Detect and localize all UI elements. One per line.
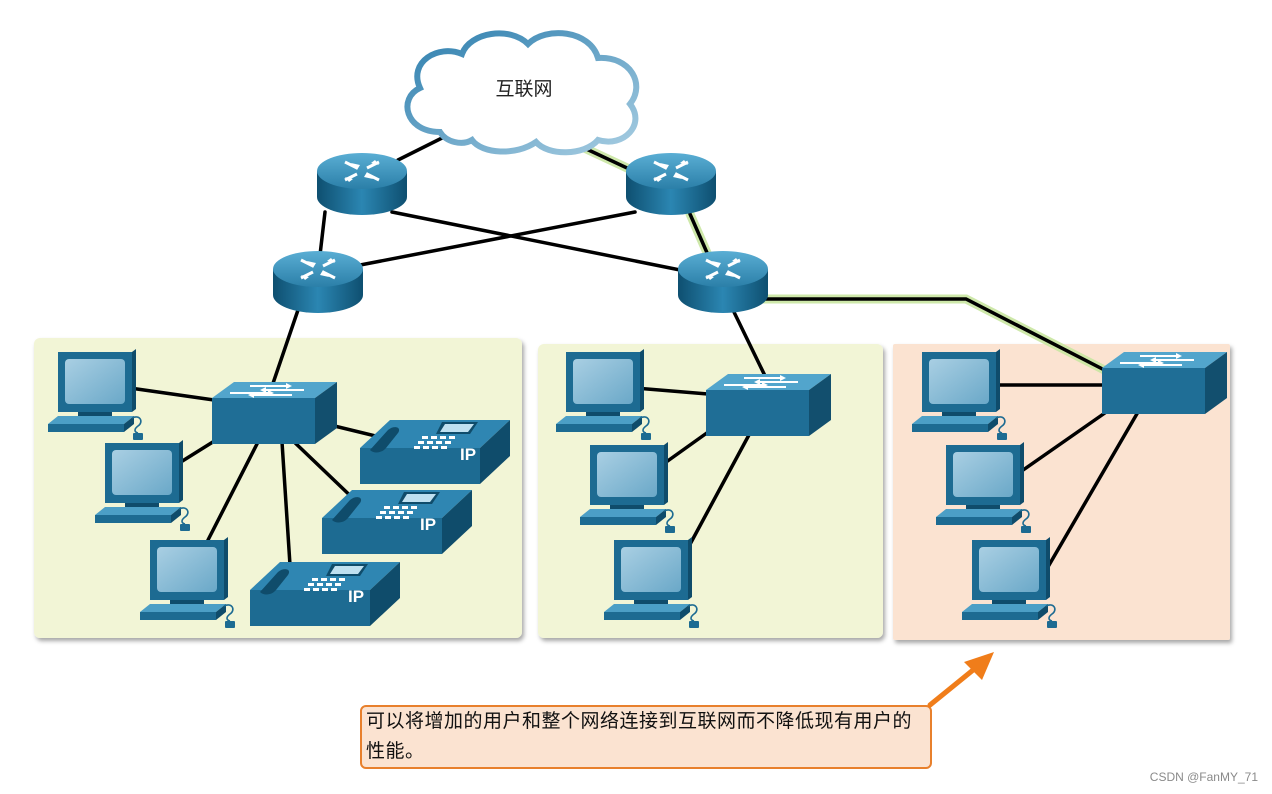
switch-icon — [705, 373, 832, 437]
pc-icon — [603, 536, 700, 629]
ip-phone-badge: IP — [460, 445, 476, 464]
router-icon — [315, 151, 409, 217]
router-icon — [271, 249, 365, 315]
pc-icon — [961, 536, 1058, 629]
pc-icon — [47, 348, 144, 441]
callout-box — [360, 705, 932, 769]
cloud-icon: 互联网 — [404, 30, 640, 156]
callout-text: 可以将增加的用户和整个网络连接到互联网而不降低现有用户的性能。 — [366, 710, 913, 762]
router-icon — [624, 151, 718, 217]
pc-icon — [94, 439, 191, 532]
pc-icon — [555, 348, 652, 441]
switch-icon — [1101, 351, 1228, 415]
arrow-icon — [927, 652, 994, 708]
ip-phone-badge: IP — [348, 587, 364, 606]
ip-phone-icon: IP — [322, 490, 472, 554]
watermark: CSDN @FanMY_71 — [1149, 770, 1258, 784]
ip-phone-icon: IP — [250, 562, 400, 626]
pc-icon — [911, 348, 1008, 441]
pc-icon — [139, 536, 236, 629]
ip-phone-badge: IP — [420, 515, 436, 534]
cloud-label: 互联网 — [495, 78, 552, 100]
ip-phone-icon: IP — [360, 420, 510, 484]
pc-icon — [579, 441, 676, 534]
switch-icon — [211, 381, 338, 445]
router-icon — [676, 249, 770, 315]
pc-icon — [935, 441, 1032, 534]
